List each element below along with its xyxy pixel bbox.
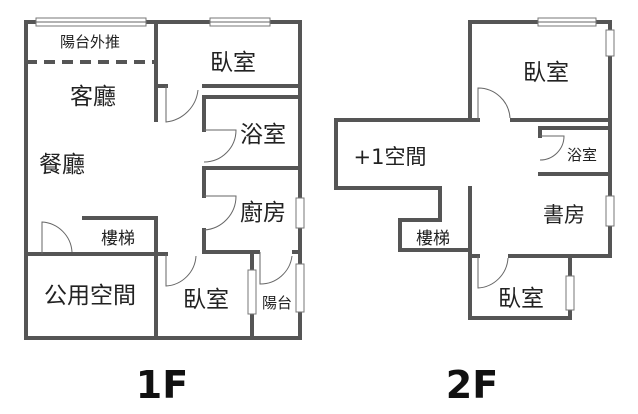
window xyxy=(247,269,257,315)
window xyxy=(565,275,575,311)
room-label-balcony-extension: 陽台外推 xyxy=(60,33,120,51)
window xyxy=(605,29,615,57)
room-label-bedroom: 臥室 xyxy=(498,286,544,312)
window xyxy=(295,263,305,313)
door xyxy=(165,86,199,123)
door xyxy=(539,135,565,161)
floor-title: 1F xyxy=(136,363,188,407)
door xyxy=(203,195,237,231)
room-label-bathroom: 浴室 xyxy=(240,122,286,148)
door xyxy=(165,254,197,287)
door xyxy=(477,256,509,289)
room-label-bathroom: 浴室 xyxy=(567,146,597,164)
room-label-dining-room: 餐廳 xyxy=(39,152,85,178)
floor-2-plan xyxy=(334,17,615,320)
room-label-kitchen: 廚房 xyxy=(240,200,286,226)
floor-1-plan xyxy=(24,17,305,340)
room-label-stairs: 樓梯 xyxy=(101,229,135,249)
room-label-common-space: 公用空間 xyxy=(44,283,136,309)
room-label-study: 書房 xyxy=(543,203,585,227)
room-label-bedroom: 臥室 xyxy=(210,50,256,76)
door xyxy=(41,221,73,254)
room-label-stairs: 樓梯 xyxy=(416,229,450,249)
door xyxy=(477,87,511,120)
room-label-living-room: 客廳 xyxy=(70,84,116,110)
door xyxy=(259,252,293,285)
door xyxy=(203,129,237,163)
window xyxy=(295,197,305,229)
room-label-extra-space: +1空間 xyxy=(354,145,427,169)
room-label-bedroom: 臥室 xyxy=(183,287,229,313)
floor-title: 2F xyxy=(446,363,498,407)
window xyxy=(605,195,615,227)
room-label-bedroom: 臥室 xyxy=(523,60,569,86)
room-label-balcony: 陽台 xyxy=(262,294,292,312)
